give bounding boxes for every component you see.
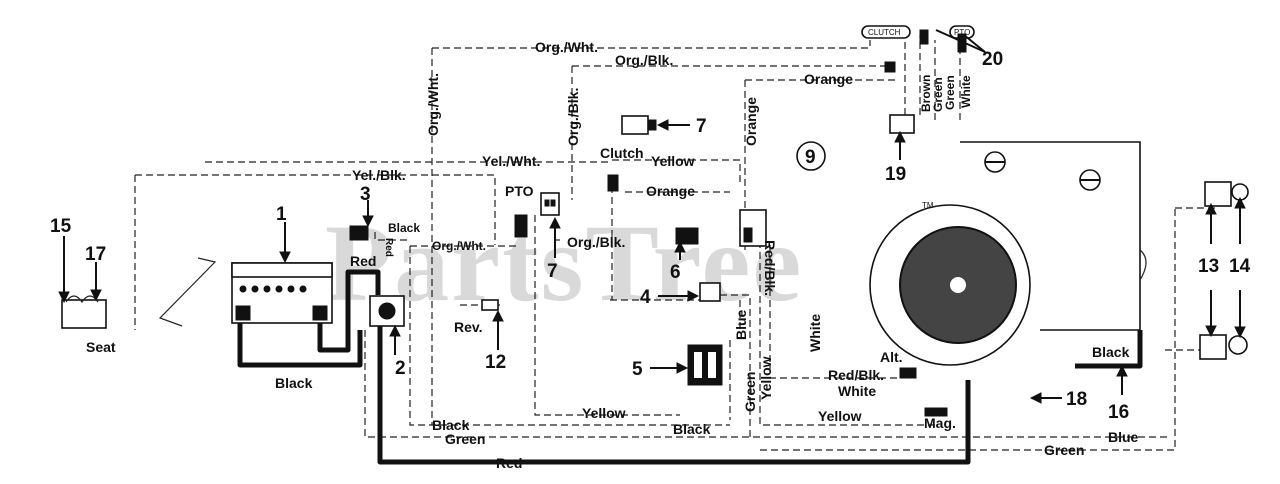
hold-down-rod <box>158 257 217 327</box>
label-yellow-top: Yellow <box>651 153 695 169</box>
label-brown: Brown <box>919 75 933 112</box>
callout-7b: 7 <box>696 116 707 137</box>
label-blue-vert: Blue <box>733 309 749 340</box>
label-black-low2: Black <box>673 421 711 437</box>
label-pto: PTO <box>505 183 534 199</box>
callout-numbers: 1 2 3 4 5 6 7 7 9 12 13 14 15 16 17 18 1… <box>50 49 1251 423</box>
module-5 <box>687 344 723 386</box>
callout-2: 2 <box>395 358 406 379</box>
label-mag: Mag. <box>924 415 956 431</box>
callout-12: 12 <box>485 352 506 373</box>
label-blue-bottom: Blue <box>1108 429 1139 445</box>
label-org-wht-top: Org./Wht. <box>535 39 598 55</box>
label-white-20: White <box>959 75 973 108</box>
label-yellow-vert: Yellow <box>758 356 774 400</box>
label-black-low: Black <box>432 417 470 433</box>
callout-1: 1 <box>276 204 287 225</box>
callout-9: 9 <box>805 147 816 168</box>
callout-arrows <box>58 29 1246 404</box>
label-red-bottom: Red <box>496 455 522 471</box>
starter-solenoid <box>369 295 405 327</box>
label-green-20b: Green <box>943 75 957 110</box>
label-green-bottom: Green <box>1044 442 1084 458</box>
reverse-switch <box>481 299 499 311</box>
callout-5: 5 <box>632 359 643 380</box>
ignition-switch <box>349 225 369 241</box>
label-red-blk-vert: Red/Blk. <box>762 240 778 296</box>
relay <box>675 227 699 245</box>
label-black-right: Black <box>1092 344 1130 360</box>
label-org-wht-vert: Org./Wht. <box>425 73 441 136</box>
label-red-bat: Red <box>350 253 376 269</box>
label-clutch: Clutch <box>600 145 644 161</box>
label-rev: Rev. <box>454 319 483 335</box>
callout-13: 13 <box>1198 256 1219 277</box>
watermark-tm: TM <box>922 201 934 210</box>
alt-connector <box>899 367 917 379</box>
label-org-blk-mid: Org./Blk. <box>567 234 625 250</box>
callout-15: 15 <box>50 216 72 237</box>
callout-16: 16 <box>1108 402 1129 423</box>
label-white-alt: White <box>838 383 876 399</box>
label-white-vert: White <box>807 314 823 352</box>
callout-7a: 7 <box>547 261 558 282</box>
label-black-3: Black <box>388 221 420 235</box>
label-green-20: Green <box>931 77 945 112</box>
label-org-blk-vert: Org./Blk. <box>565 88 581 146</box>
label-black-bat: Black <box>275 375 313 391</box>
callout-3: 3 <box>360 184 371 205</box>
connector-7b <box>621 115 657 135</box>
label-seat: Seat <box>86 339 116 355</box>
label-yel-wht: Yel./Wht. <box>482 153 540 169</box>
engine-connector <box>739 209 767 247</box>
callout-20: 20 <box>982 49 1003 70</box>
wire-labels: Org./Wht. Org./Blk. Orange Org./Wht. Org… <box>86 28 1139 471</box>
pto-switch <box>514 214 528 238</box>
label-clutch-tag: CLUTCH <box>868 28 901 37</box>
connector-19 <box>889 114 915 134</box>
label-yellow-mag: Yellow <box>818 408 862 424</box>
brake-switches <box>1199 181 1249 360</box>
mag-connector <box>924 407 948 417</box>
battery <box>231 262 333 324</box>
label-red-blk-alt: Red/Blk. <box>828 367 884 383</box>
label-green-low: Green <box>445 431 485 447</box>
callout-18: 18 <box>1066 389 1087 410</box>
clutch-switch <box>607 174 619 192</box>
label-yel-blk: Yel./Blk. <box>352 167 406 183</box>
callout-14: 14 <box>1229 256 1251 277</box>
callout-6: 6 <box>670 262 681 283</box>
label-orange-top: Orange <box>804 71 853 87</box>
engine <box>869 141 1147 366</box>
callout-9-circle <box>796 141 826 171</box>
callout-4: 4 <box>640 287 651 308</box>
label-alt: Alt. <box>880 349 903 365</box>
label-orange-vert: Orange <box>743 97 759 146</box>
callout-17: 17 <box>85 244 106 265</box>
label-pto-tag: PTO <box>954 28 970 37</box>
harness-wires <box>134 35 1215 451</box>
label-orange-mid: Orange <box>646 183 695 199</box>
label-red-small: Red <box>383 238 394 257</box>
connector-7a <box>540 192 560 216</box>
label-org-blk-top: Org./Blk. <box>615 52 673 68</box>
seat-switch <box>61 295 107 329</box>
label-green-vert: Green <box>742 372 758 412</box>
label-yellow-bottom: Yellow <box>582 405 626 421</box>
connector-4 <box>699 282 721 302</box>
indicator-lights <box>861 25 975 73</box>
battery-cables <box>237 269 1143 465</box>
callout-19: 19 <box>885 164 906 185</box>
label-org-wht-mid: Org./Wht. <box>432 239 486 253</box>
